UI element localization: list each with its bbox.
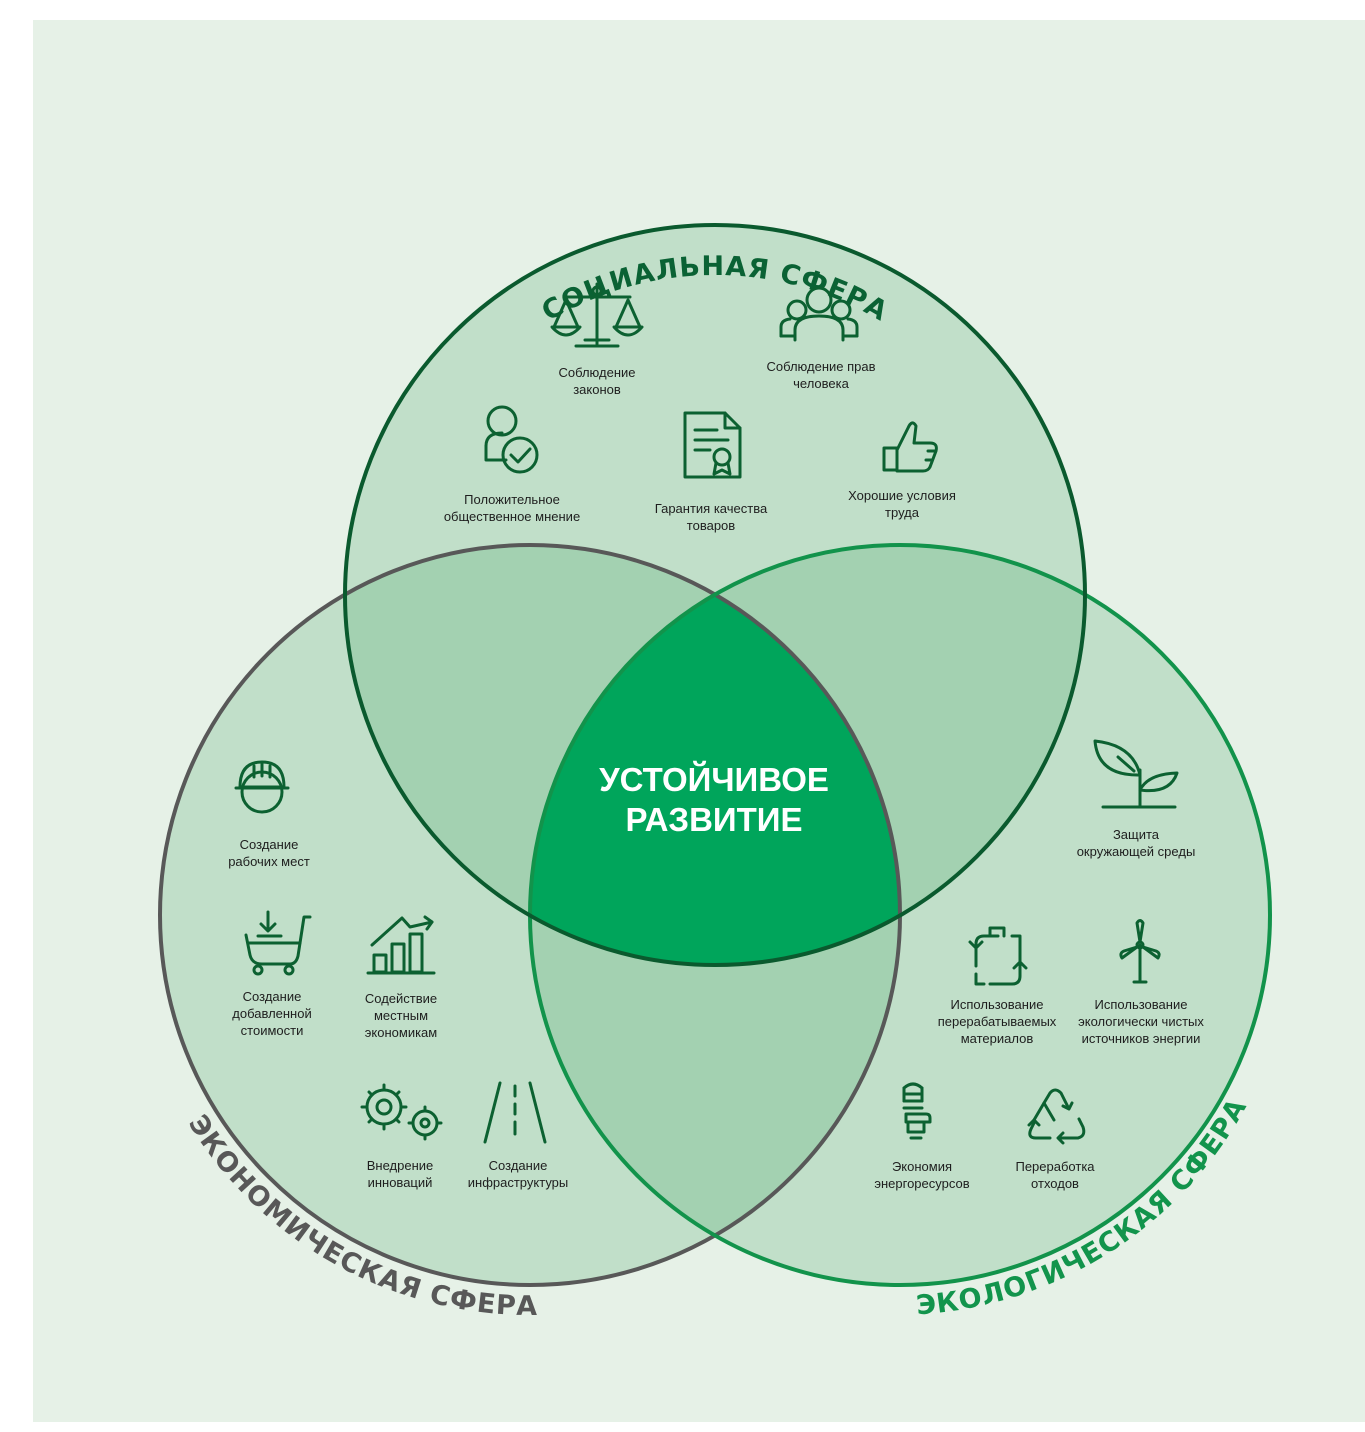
center-intersection bbox=[530, 545, 900, 965]
icons-layer bbox=[234, 282, 1179, 1145]
ecological-item-waste-recycling-line2: отходов bbox=[1031, 1176, 1079, 1191]
center-label-line2: РАЗВИТИЕ bbox=[625, 801, 803, 838]
economic-item-added-value: Создание добавленной стоимости bbox=[232, 988, 311, 1039]
ecological-item-recyclable-materials-line1: Использование bbox=[950, 997, 1044, 1012]
social-item-laws-line2: законов bbox=[573, 382, 621, 397]
ecological-item-recyclable-materials: Использование перерабатываемых материало… bbox=[938, 996, 1057, 1047]
ecological-item-waste-recycling-line1: Переработка bbox=[1015, 1159, 1095, 1174]
ecological-item-clean-energy-line3: источников энергии bbox=[1081, 1031, 1201, 1046]
ecological-item-clean-energy-line1: Использование bbox=[1094, 997, 1188, 1012]
wind-turbine-icon bbox=[1119, 919, 1161, 984]
social-item-quality-line1: Гарантия качества bbox=[654, 501, 768, 516]
economic-item-local-economies: Содействие местным экономикам bbox=[365, 990, 437, 1041]
economic-item-innovation-line2: инноваций bbox=[367, 1175, 433, 1190]
ecological-item-waste-recycling: Переработка отходов bbox=[1015, 1158, 1094, 1192]
economic-item-innovation-line1: Внедрение bbox=[366, 1158, 434, 1173]
social-item-human-rights-line2: человека bbox=[793, 376, 849, 391]
economic-item-innovation: Внедрение инноваций bbox=[367, 1157, 434, 1191]
sprout-icon bbox=[1093, 739, 1179, 809]
social-sphere-outline bbox=[343, 223, 1087, 967]
shopping-cart-icon bbox=[244, 910, 312, 976]
gears-icon bbox=[360, 1083, 443, 1141]
recycle-icon bbox=[1027, 1088, 1086, 1145]
economic-item-jobs-line2: рабочих мест bbox=[228, 854, 310, 869]
worker-helmet-icon bbox=[234, 760, 290, 814]
economic-item-local-economies-line3: экономикам bbox=[364, 1025, 438, 1040]
person-check-icon bbox=[484, 405, 539, 474]
ecological-item-environment-line2: окружающей среды bbox=[1076, 844, 1196, 859]
economic-item-added-value-line3: стоимости bbox=[240, 1023, 304, 1038]
social-item-laws-line1: Соблюдение bbox=[558, 365, 636, 380]
center-label: УСТОЙЧИВОЕ РАЗВИТИЕ bbox=[599, 760, 829, 840]
ecological-item-environment: Защита окружающей среды bbox=[1077, 826, 1196, 860]
ecological-item-energy-saving: Экономия энергоресурсов bbox=[874, 1158, 969, 1192]
center-label-line1: УСТОЙЧИВОЕ bbox=[599, 761, 829, 798]
ecological-item-recyclable-materials-line3: материалов bbox=[960, 1031, 1034, 1046]
social-item-human-rights-line1: Соблюдение прав bbox=[766, 359, 876, 374]
social-item-work-conditions: Хорошие условия труда bbox=[848, 487, 956, 521]
social-item-quality: Гарантия качества товаров bbox=[655, 500, 767, 534]
social-item-laws: Соблюдение законов bbox=[558, 364, 635, 398]
social-item-quality-line2: товаров bbox=[686, 518, 736, 533]
economic-item-jobs-line1: Создание bbox=[239, 837, 299, 852]
social-item-public-opinion-line2: общественное мнение bbox=[443, 509, 581, 524]
economic-item-infrastructure: Создание инфраструктуры bbox=[468, 1157, 569, 1191]
growth-chart-icon bbox=[366, 915, 436, 975]
social-item-work-conditions-line1: Хорошие условия bbox=[848, 488, 956, 503]
economic-item-infrastructure-line1: Создание bbox=[488, 1158, 548, 1173]
social-item-public-opinion-line1: Положительное bbox=[464, 492, 560, 507]
economic-item-added-value-line1: Создание bbox=[242, 989, 302, 1004]
certificate-icon bbox=[683, 411, 742, 479]
ecological-item-clean-energy-line2: экологически чистых bbox=[1078, 1014, 1204, 1029]
thumbs-up-icon bbox=[882, 421, 938, 473]
economic-item-added-value-line2: добавленной bbox=[232, 1006, 312, 1021]
energy-bulb-icon bbox=[902, 1082, 932, 1140]
ecological-item-clean-energy: Использование экологически чистых источн… bbox=[1078, 996, 1204, 1047]
social-item-work-conditions-line2: труда bbox=[885, 505, 919, 520]
people-group-icon bbox=[779, 286, 859, 342]
economic-item-infrastructure-line2: инфраструктуры bbox=[467, 1175, 569, 1190]
social-item-human-rights: Соблюдение прав человека bbox=[766, 358, 875, 392]
economic-item-local-economies-line1: Содействие bbox=[364, 991, 438, 1006]
scales-icon bbox=[550, 282, 644, 348]
ecological-item-energy-saving-line1: Экономия bbox=[891, 1159, 953, 1174]
social-item-public-opinion: Положительное общественное мнение bbox=[444, 491, 580, 525]
ecological-item-energy-saving-line2: энергоресурсов bbox=[874, 1176, 970, 1191]
ecological-item-recyclable-materials-line2: перерабатываемых bbox=[937, 1014, 1057, 1029]
economic-item-jobs: Создание рабочих мест bbox=[228, 836, 310, 870]
recycled-battery-icon bbox=[968, 926, 1028, 986]
ecological-item-environment-line1: Защита bbox=[1112, 827, 1160, 842]
road-icon bbox=[483, 1081, 547, 1144]
economic-item-local-economies-line2: местным bbox=[373, 1008, 429, 1023]
